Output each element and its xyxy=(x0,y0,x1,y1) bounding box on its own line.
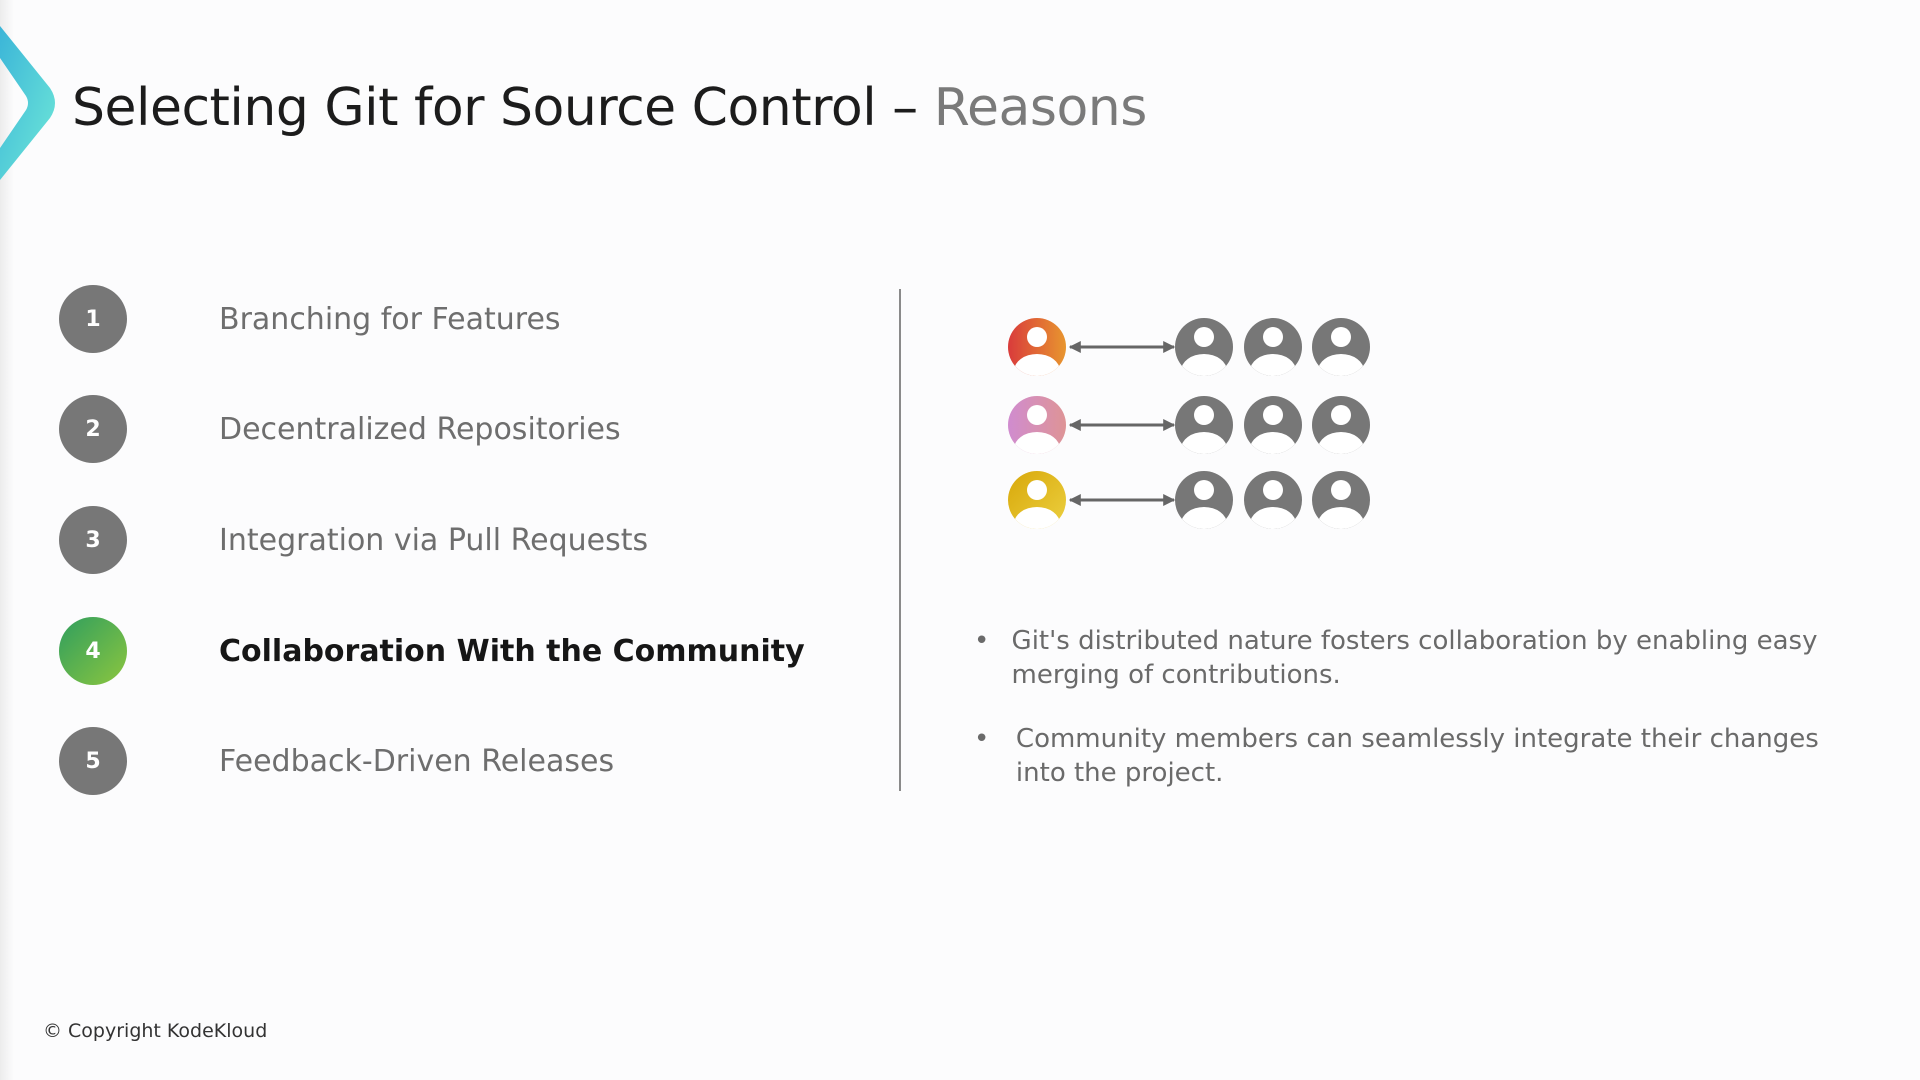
list-item-5: 5 Feedback-Driven Releases xyxy=(59,727,614,795)
bullet-dot: • xyxy=(974,724,990,754)
item-label: Collaboration With the Community xyxy=(219,633,805,669)
bullet-item: • Community members can seamlessly integr… xyxy=(970,722,1870,790)
left-edge-shade xyxy=(0,0,14,1080)
user-gray-icon xyxy=(1244,318,1302,388)
list-item-2: 2 Decentralized Repositories xyxy=(59,395,621,463)
number-badge: 2 xyxy=(59,395,127,463)
bullet-text: Git's distributed nature fosters collabo… xyxy=(1011,626,1818,690)
bullet-dot: • xyxy=(974,626,990,656)
item-label: Decentralized Repositories xyxy=(219,411,621,447)
copyright: © Copyright KodeKloud xyxy=(43,1020,268,1042)
vertical-divider xyxy=(899,289,901,791)
user-row-2 xyxy=(1008,396,1370,466)
number-badge: 4 xyxy=(59,617,127,685)
user-pink-icon xyxy=(1008,396,1066,466)
item-label: Feedback-Driven Releases xyxy=(219,743,615,779)
user-gray-icon xyxy=(1312,471,1370,541)
number-badge: 1 xyxy=(59,285,127,353)
bullet-text: Community members can seamlessly integra… xyxy=(1015,724,1819,788)
page-title: Selecting Git for Source Control – Reaso… xyxy=(72,78,1147,138)
user-gray-icon xyxy=(1175,318,1233,388)
list-item-4-active: 4 Collaboration With the Community xyxy=(59,617,805,685)
user-row-1 xyxy=(1008,318,1370,388)
item-label: Branching for Features xyxy=(219,301,561,337)
user-yellow-icon xyxy=(1008,471,1066,541)
title-main: Selecting Git for Source Control – xyxy=(72,78,918,138)
item-label: Integration via Pull Requests xyxy=(219,522,649,558)
user-gray-icon xyxy=(1244,471,1302,541)
user-gray-icon xyxy=(1175,396,1233,466)
list-item-1: 1 Branching for Features xyxy=(59,285,561,353)
user-gray-icon xyxy=(1244,396,1302,466)
number-badge: 5 xyxy=(59,727,127,795)
user-gray-icon xyxy=(1175,471,1233,541)
title-sub: Reasons xyxy=(933,78,1148,138)
collaboration-diagram xyxy=(1000,310,1400,550)
bullet-item: • Git's distributed nature fosters collab… xyxy=(970,624,1870,692)
list-item-3: 3 Integration via Pull Requests xyxy=(59,506,648,574)
user-row-3 xyxy=(1008,471,1370,541)
number-badge: 3 xyxy=(59,506,127,574)
bullet-list: • Git's distributed nature fosters collab… xyxy=(970,624,1870,820)
user-gray-icon xyxy=(1312,396,1370,466)
user-red-icon xyxy=(1008,318,1066,388)
chevron-logo-icon xyxy=(0,26,55,180)
user-gray-icon xyxy=(1312,318,1370,388)
